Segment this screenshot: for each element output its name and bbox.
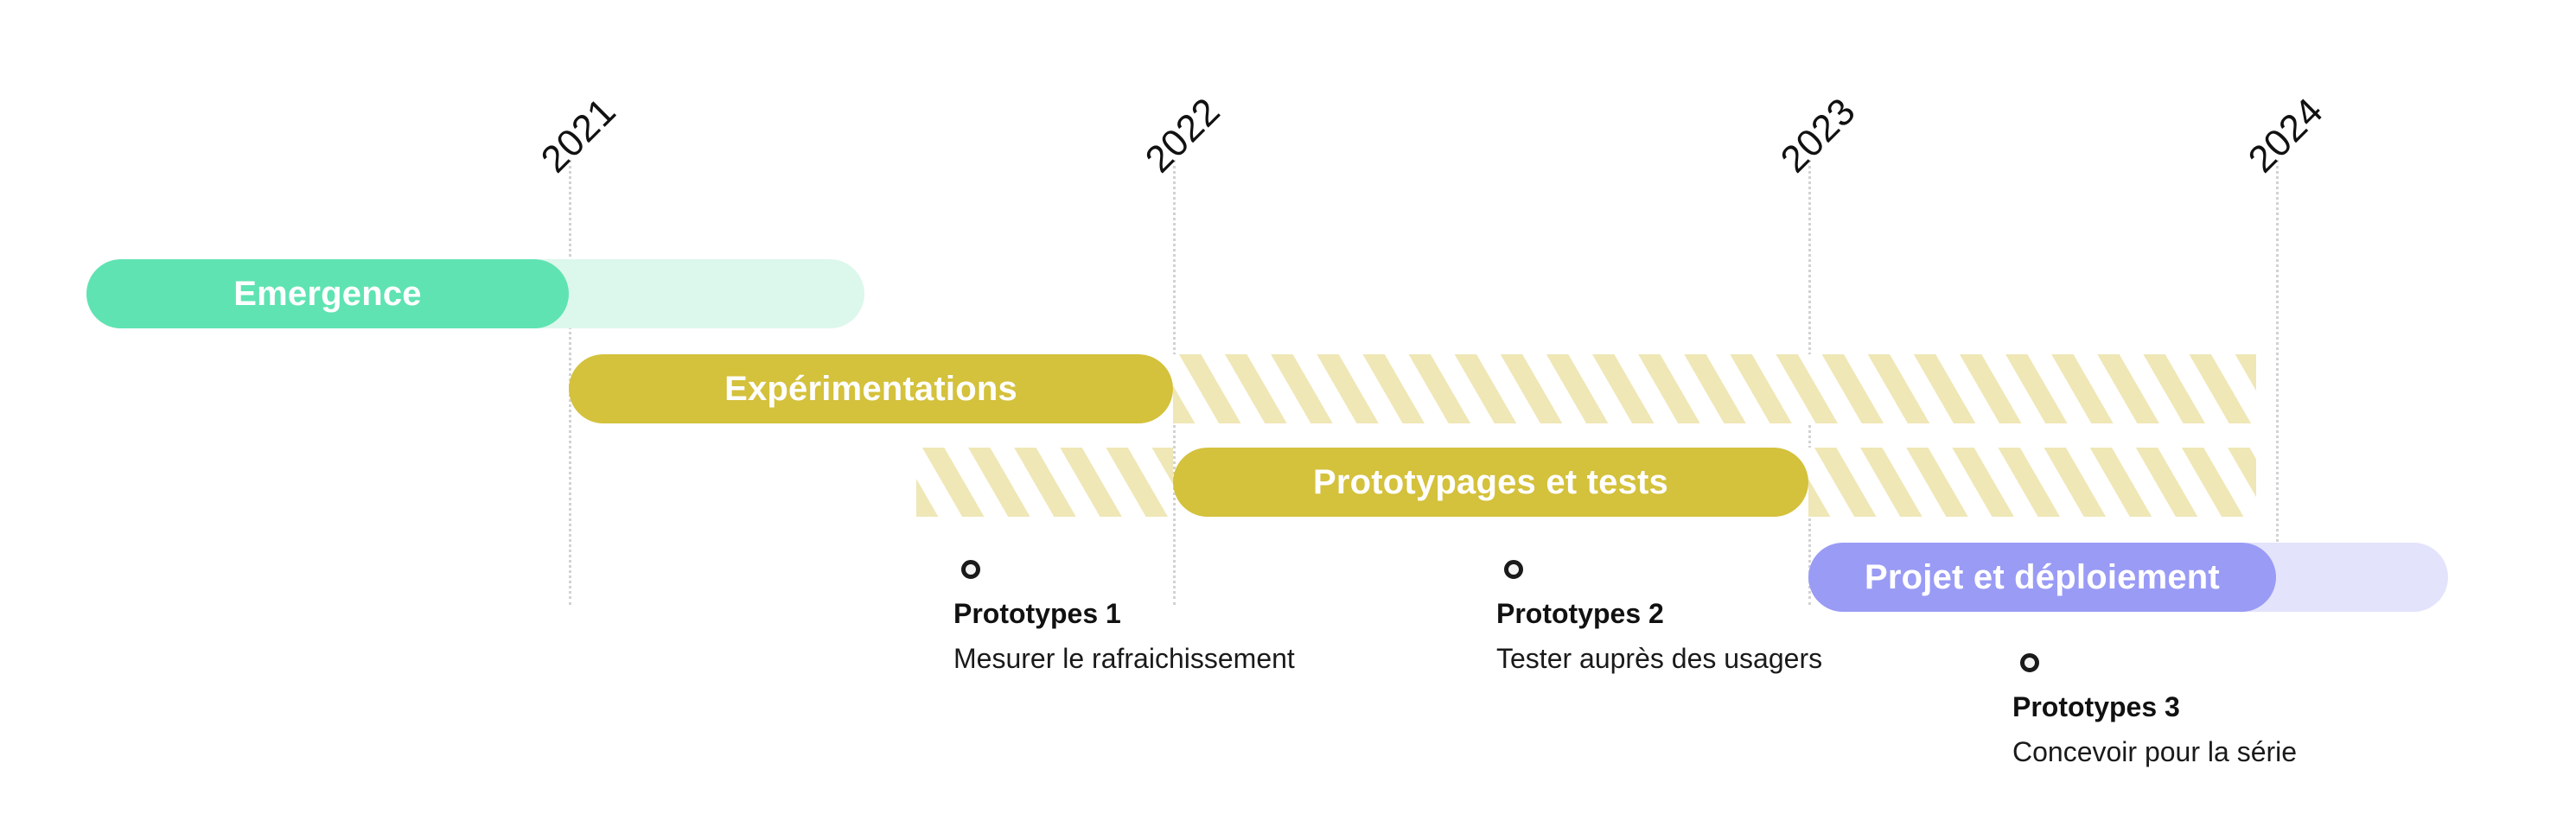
milestone-marker-icon (2020, 653, 2039, 672)
bar-row-experimentations: Expérimentations (0, 354, 2576, 423)
bar-label-projet: Projet et déploiement (1865, 558, 2220, 596)
bar-row-projet: Projet et déploiement (0, 543, 2576, 612)
axis-tick-2022: 2022 (1137, 90, 1228, 181)
axis-tick-2023: 2023 (1772, 90, 1864, 181)
milestone-subtitle: Tester auprès des usagers (1496, 643, 1823, 674)
bar-emergence[interactable]: Emergence (86, 259, 569, 328)
bar-label-experimentations: Expérimentations (724, 370, 1017, 408)
bar-projet[interactable]: Projet et déploiement (1808, 543, 2276, 612)
milestone-title: Prototypes 1 (953, 598, 1121, 629)
bar-row-prototypages: Prototypages et tests (0, 448, 2576, 517)
milestone-subtitle: Mesurer le rafraichissement (953, 643, 1295, 674)
bar-label-emergence: Emergence (233, 275, 422, 313)
milestone-title: Prototypes 3 (2012, 691, 2180, 722)
bar-experimentations[interactable]: Expérimentations (569, 354, 1173, 423)
axis-tick-2021: 2021 (532, 90, 624, 181)
milestone-marker-icon (1504, 560, 1523, 579)
bar-extension-experimentations (1173, 354, 2256, 423)
milestone-prototypes-1[interactable]: Prototypes 1 Mesurer le rafraichissement (953, 560, 1295, 672)
bar-pre-extension-prototypages (916, 448, 1173, 517)
bar-label-prototypages: Prototypages et tests (1313, 463, 1668, 501)
axis-tick-2024: 2024 (2240, 90, 2331, 181)
milestone-subtitle: Concevoir pour la série (2012, 736, 2298, 767)
milestone-title: Prototypes 2 (1496, 598, 1664, 629)
milestone-marker-icon (961, 560, 980, 579)
bar-prototypages[interactable]: Prototypages et tests (1173, 448, 1808, 517)
bar-extension-prototypages (1808, 448, 2256, 517)
milestone-prototypes-2[interactable]: Prototypes 2 Tester auprès des usagers (1496, 560, 1822, 672)
bar-row-emergence: Emergence (0, 259, 2576, 328)
milestone-prototypes-3[interactable]: Prototypes 3 Concevoir pour la série (2012, 653, 2297, 766)
